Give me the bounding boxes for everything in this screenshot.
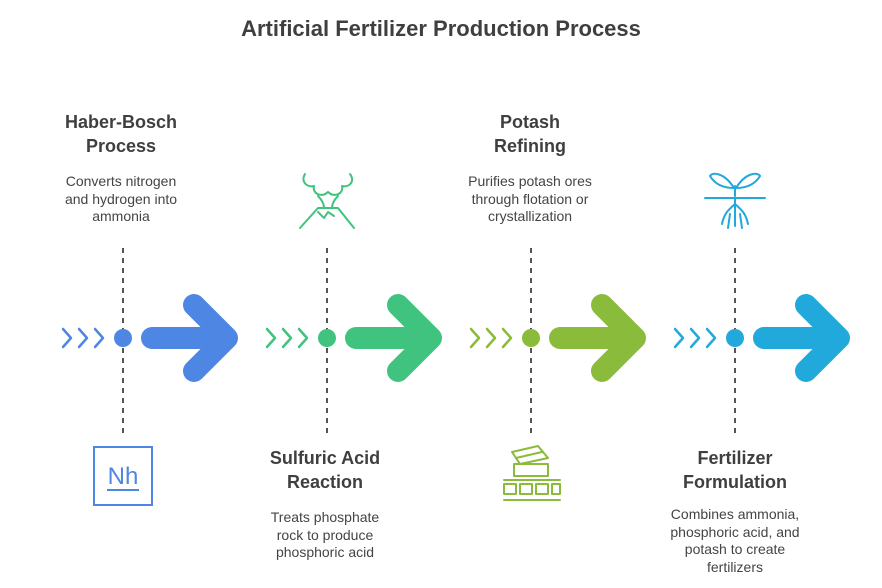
ammonia-nh-icon: Nh [93, 446, 153, 506]
step-4-chevrons-icon [673, 327, 717, 349]
step-4-arrow-icon [753, 294, 850, 382]
step-3-node [522, 329, 540, 347]
step-3-arrow-icon [549, 294, 646, 382]
step-3-title: Potash Refining [494, 112, 566, 156]
step-4-title: Fertilizer Formulation [683, 448, 787, 492]
volcano-icon [299, 173, 355, 229]
step-2-description: Treats phosphate rock to produce phospho… [270, 509, 380, 560]
step-3-flow [469, 248, 646, 435]
step-1-chevrons-icon [61, 327, 105, 349]
step-1-node [114, 329, 132, 347]
step-3-description: Purifies potash ores through flotation o… [468, 173, 592, 224]
step-2-arrow-icon [345, 294, 442, 382]
step-4-node [726, 329, 744, 347]
step-1-description: Converts nitrogen and hydrogen into ammo… [64, 173, 178, 224]
step-4-flow [673, 248, 850, 435]
mining-machine-icon [503, 445, 561, 501]
step-2-title: Sulfuric Acid Reaction [269, 448, 381, 492]
step-1-title: Haber-Bosch Process [64, 112, 178, 156]
step-2-flow [265, 248, 442, 435]
step-2-chevrons-icon [265, 327, 309, 349]
step-3-chevrons-icon [469, 327, 513, 349]
step-2-node [318, 329, 336, 347]
step-1-flow [61, 248, 238, 435]
plant-roots-icon [704, 172, 766, 229]
step-4-description: Combines ammonia, phosphoric acid, and p… [670, 506, 800, 575]
svg-text:Nh: Nh [108, 463, 139, 490]
page-title: Artificial Fertilizer Production Process [241, 16, 641, 41]
step-1-arrow-icon [141, 294, 238, 382]
